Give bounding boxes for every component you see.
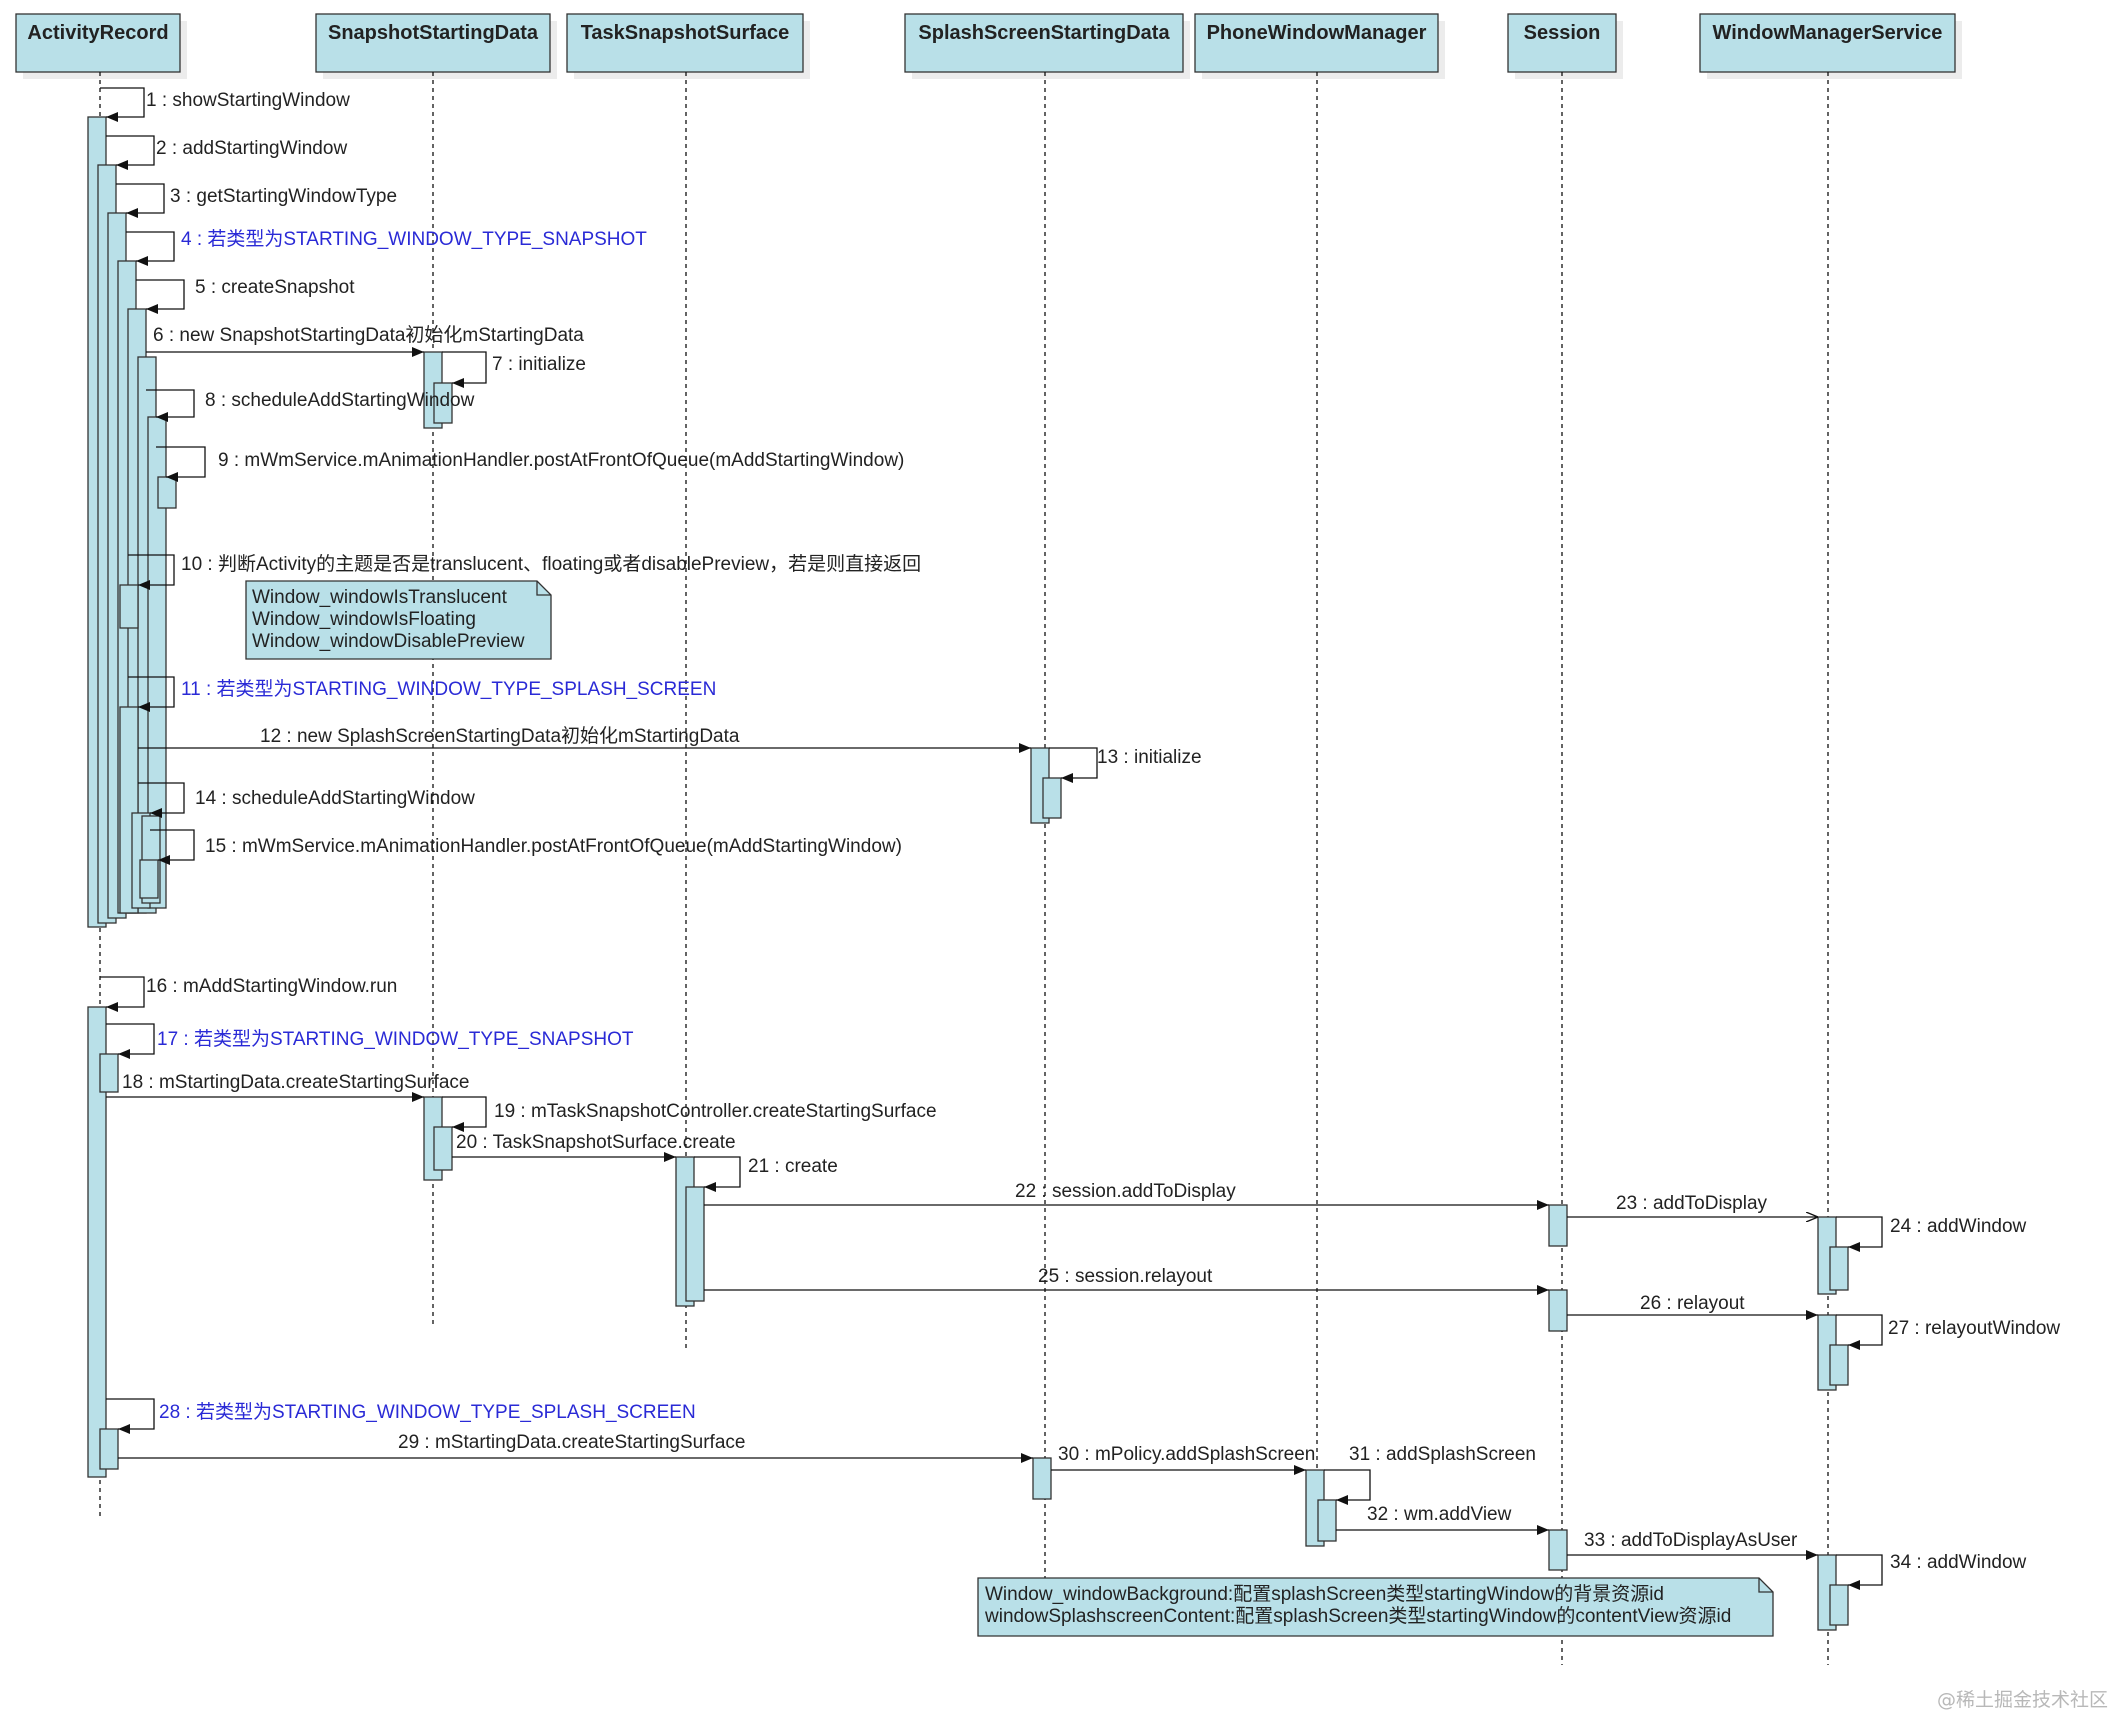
condition-label: 28 : 若类型为STARTING_WINDOW_TYPE_SPLASH_SCR… — [159, 1401, 696, 1423]
message-label: 29 : mStartingData.createStartingSurface — [398, 1432, 745, 1453]
activation-bar — [433, 382, 453, 424]
lifeline-head-box — [904, 13, 1184, 73]
self-message-arrow — [100, 87, 145, 122]
message-label: 18 : mStartingData.createStartingSurface — [122, 1072, 469, 1093]
activation-bar — [433, 1126, 453, 1171]
message-label: 8 : scheduleAddStartingWindow — [205, 390, 475, 411]
condition-label: 11 : 若类型为STARTING_WINDOW_TYPE_SPLASH_SCR… — [181, 678, 716, 700]
lifeline-head-label: SnapshotStartingData — [328, 22, 539, 44]
activation-bar — [99, 1428, 119, 1470]
message-label: 23 : addToDisplay — [1616, 1193, 1768, 1214]
note-box — [245, 580, 552, 660]
lifeline-head-label: PhoneWindowManager — [1207, 22, 1427, 44]
note-text: Window_windowBackground:配置splashScreen类型… — [985, 1583, 1664, 1605]
message-label: 3 : getStartingWindowType — [170, 186, 397, 207]
note-text: Window_windowDisablePreview — [252, 631, 525, 652]
message-label: 22 : session.addToDisplay — [1015, 1181, 1236, 1202]
self-message-arrow — [128, 554, 175, 590]
self-message-arrow — [126, 231, 175, 266]
activation-bar — [87, 1006, 107, 1478]
message-label: 6 : new SnapshotStartingData初始化mStarting… — [153, 324, 584, 346]
activation-bar — [1548, 1289, 1568, 1332]
message-label: 7 : initialize — [492, 354, 586, 375]
activation-bar — [1829, 1246, 1849, 1291]
note-text: Window_windowIsTranslucent — [252, 587, 508, 608]
message-label: 1 : showStartingWindow — [146, 90, 350, 111]
message-label: 31 : addSplashScreen — [1349, 1444, 1536, 1465]
self-message-arrow — [106, 1023, 155, 1059]
self-message-arrow — [106, 135, 155, 170]
message-label: 21 : create — [748, 1156, 838, 1177]
self-message-arrow — [442, 351, 487, 388]
lifeline-head-label: ActivityRecord — [27, 22, 168, 44]
activation-bar — [1829, 1584, 1849, 1626]
note-fold — [536, 581, 551, 596]
message-label: 24 : addWindow — [1890, 1216, 2027, 1237]
self-message-arrow — [106, 1398, 155, 1434]
lifeline-head-label: WindowManagerService — [1713, 22, 1943, 44]
note-text: Window_windowIsFloating — [252, 609, 476, 630]
self-message-arrow — [1836, 1554, 1883, 1590]
watermark-text: @稀土掘金技术社区 — [1936, 1689, 2108, 1711]
lifeline-head-box — [566, 13, 804, 73]
note-fold — [1758, 1578, 1773, 1593]
message-label: 2 : addStartingWindow — [156, 138, 347, 159]
activation-bar — [1042, 777, 1062, 819]
activation-bar — [1829, 1344, 1849, 1386]
activation-bar — [139, 859, 159, 899]
note-box — [977, 1577, 1774, 1637]
message-label: 9 : mWmService.mAnimationHandler.postAtF… — [218, 450, 904, 471]
self-message-arrow — [100, 976, 145, 1012]
self-message-arrow — [156, 446, 206, 482]
message-label: 26 : relayout — [1640, 1293, 1745, 1314]
message-label: 20 : TaskSnapshotSurface.create — [456, 1132, 736, 1153]
condition-label: 4 : 若类型为STARTING_WINDOW_TYPE_SNAPSHOT — [181, 228, 647, 250]
self-message-arrow — [128, 676, 175, 712]
self-message-arrow — [1049, 747, 1098, 783]
message-label: 34 : addWindow — [1890, 1552, 2027, 1573]
message-label: 10 : 判断Activity的主题是否是translucent、floatin… — [181, 553, 921, 575]
lifeline-head-box — [15, 13, 181, 73]
activation-bar — [99, 1053, 119, 1093]
message-label: 32 : wm.addView — [1367, 1504, 1512, 1525]
lifeline-head-label: TaskSnapshotSurface — [581, 22, 790, 44]
self-message-arrow — [694, 1156, 741, 1192]
condition-label: 17 : 若类型为STARTING_WINDOW_TYPE_SNAPSHOT — [157, 1028, 634, 1050]
message-label: 13 : initialize — [1097, 747, 1202, 768]
lifeline-head-box — [1507, 13, 1617, 73]
lifeline-head-box — [315, 13, 551, 73]
message-label: 25 : session.relayout — [1038, 1266, 1213, 1287]
message-label: 30 : mPolicy.addSplashScreen — [1058, 1444, 1315, 1465]
self-message-arrow — [138, 782, 185, 818]
activation-bar — [685, 1186, 705, 1302]
self-message-arrow — [146, 389, 195, 422]
activation-bar — [1032, 1457, 1052, 1500]
self-message-arrow — [136, 279, 185, 314]
message-label: 15 : mWmService.mAnimationHandler.postAt… — [205, 836, 902, 857]
lifeline-head-box — [1699, 13, 1956, 73]
activation-bar — [157, 476, 177, 509]
activation-bar — [1548, 1529, 1568, 1571]
message-label: 27 : relayoutWindow — [1888, 1318, 2060, 1339]
message-label: 19 : mTaskSnapshotController.createStart… — [494, 1101, 937, 1122]
self-message-arrow — [116, 183, 165, 218]
self-message-arrow — [442, 1096, 487, 1132]
activation-bar — [1317, 1499, 1337, 1542]
message-label: 14 : scheduleAddStartingWindow — [195, 788, 475, 809]
message-label: 16 : mAddStartingWindow.run — [146, 976, 397, 997]
lifeline-head-label: SplashScreenStartingData — [918, 22, 1170, 44]
activation-bar — [119, 584, 139, 629]
message-label: 12 : new SplashScreenStartingData初始化mSta… — [260, 725, 740, 747]
self-message-arrow — [1324, 1469, 1371, 1505]
lifeline-head-label: Session — [1524, 22, 1601, 44]
self-message-arrow — [1836, 1314, 1883, 1350]
activation-bar — [1548, 1204, 1568, 1247]
self-message-arrow — [1836, 1216, 1883, 1252]
message-label: 33 : addToDisplayAsUser — [1584, 1530, 1798, 1551]
note-text: windowSplashscreenContent:配置splashScreen… — [984, 1605, 1731, 1627]
self-message-arrow — [150, 829, 195, 865]
message-label: 5 : createSnapshot — [195, 277, 355, 298]
